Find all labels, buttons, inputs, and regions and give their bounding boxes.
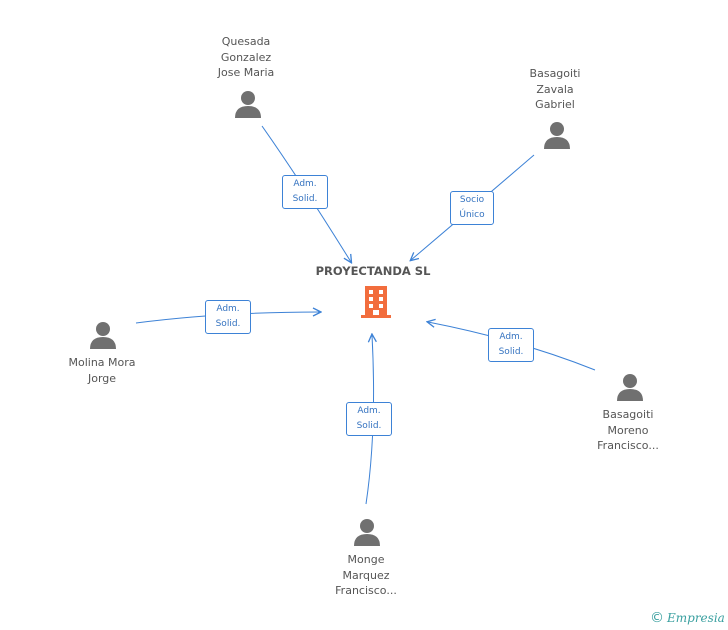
role-label-monge: Adm. Solid. (346, 402, 392, 436)
watermark: © Empresia (650, 609, 725, 627)
person-icon[interactable] (542, 120, 572, 150)
person-name-monge[interactable]: Monge Marquez Francisco... (335, 553, 397, 597)
person-name-basagoiti-moreno[interactable]: Basagoiti Moreno Francisco... (597, 408, 659, 452)
person-icon[interactable] (615, 372, 645, 402)
building-icon[interactable] (359, 284, 393, 320)
copyright-icon: © (650, 610, 664, 626)
person-name-quesada[interactable]: Quesada Gonzalez Jose Maria (217, 35, 275, 79)
brand-name: Empresia (667, 611, 725, 625)
person-name-basagoiti-zavala[interactable]: Basagoiti Zavala Gabriel (529, 67, 581, 111)
person-icon[interactable] (88, 320, 118, 350)
company-name[interactable]: PROYECTANDA SL (315, 264, 431, 278)
role-label-basagoiti-moreno: Adm. Solid. (488, 328, 534, 362)
role-label-molina: Adm. Solid. (205, 300, 251, 334)
person-icon[interactable] (233, 89, 263, 119)
person-icon[interactable] (352, 517, 382, 547)
role-label-basagoiti-zavala: Socio Único (450, 191, 494, 225)
person-name-molina[interactable]: Molina Mora Jorge (68, 356, 136, 385)
role-label-quesada: Adm. Solid. (282, 175, 328, 209)
